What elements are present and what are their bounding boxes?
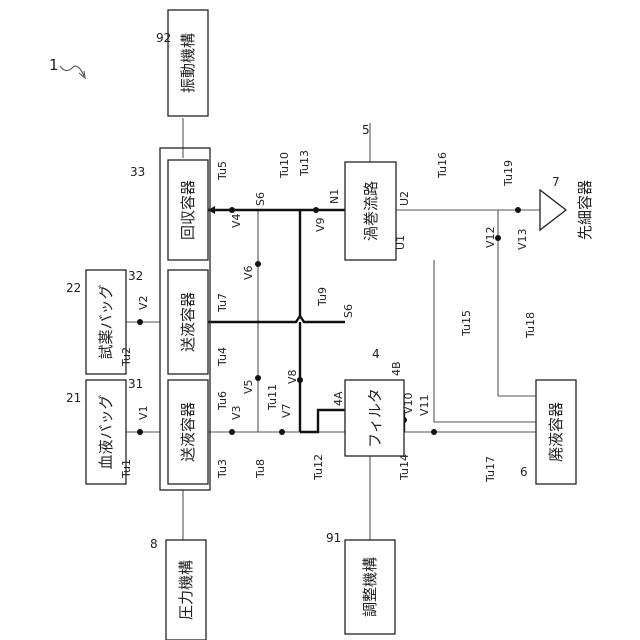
- label-tu7: Tu7: [216, 293, 229, 313]
- box-recovery: 回収容器: [168, 160, 208, 260]
- svg-text:22: 22: [66, 281, 81, 295]
- svg-text:先細容器: 先細容器: [576, 180, 594, 240]
- label-tu6: Tu6: [216, 391, 229, 411]
- label-tu15: Tu15: [460, 310, 473, 337]
- label-tu19: Tu19: [502, 160, 515, 187]
- box-waste: 廃液容器: [536, 380, 576, 484]
- svg-text:32: 32: [128, 269, 143, 283]
- label-v12: V12: [484, 226, 497, 248]
- label-v9: V9: [314, 217, 327, 232]
- label-4b: 4B: [390, 361, 403, 376]
- flow-arrowhead: [208, 206, 215, 214]
- svg-text:回収容器: 回収容器: [179, 180, 197, 240]
- valve-v7: [279, 429, 285, 435]
- svg-text:調整機構: 調整機構: [361, 557, 379, 617]
- label-tu11: Tu11: [266, 384, 279, 411]
- valve-v11: [431, 429, 437, 435]
- svg-text:振動機構: 振動機構: [179, 33, 197, 93]
- svg-text:21: 21: [66, 391, 81, 405]
- label-v13: V13: [516, 228, 529, 250]
- label-tu2: Tu2: [120, 347, 133, 367]
- label-v8: V8: [286, 369, 299, 384]
- box-filter: フィルタ: [345, 380, 404, 456]
- valve-v6: [255, 261, 261, 267]
- label-tu5: Tu5: [216, 161, 229, 181]
- box-adjust: 調整機構: [345, 540, 395, 634]
- valve-v3: [229, 429, 235, 435]
- svg-text:フィルタ: フィルタ: [366, 388, 384, 448]
- svg-text:31: 31: [128, 377, 143, 391]
- svg-text:91: 91: [326, 531, 341, 545]
- label-tu18: Tu18: [524, 312, 537, 339]
- label-tu13: Tu13: [298, 150, 311, 177]
- svg-text:渦巻流路: 渦巻流路: [362, 181, 380, 241]
- label-v3: V3: [230, 405, 243, 420]
- label-n1: N1: [328, 189, 341, 204]
- label-v4: V4: [230, 213, 243, 228]
- label-tu3: Tu3: [216, 459, 229, 479]
- label-s6-mid: S6: [342, 304, 355, 318]
- box-pressure: 圧力機構: [166, 540, 206, 640]
- label-tu14: Tu14: [398, 454, 411, 481]
- box-feed1: 送液容器: [168, 380, 208, 484]
- box-vortex: 渦巻流路: [345, 162, 396, 260]
- svg-text:7: 7: [552, 175, 560, 189]
- tube-tu7-tu9: [208, 316, 345, 322]
- valve-v1: [137, 429, 143, 435]
- svg-text:92: 92: [156, 31, 171, 45]
- svg-text:送液容器: 送液容器: [179, 402, 197, 462]
- label-tu17: Tu17: [484, 456, 497, 483]
- valve-v2: [137, 319, 143, 325]
- figure-number: 1: [49, 56, 59, 74]
- label-v2: V2: [137, 295, 150, 310]
- label-tu10: Tu10: [278, 152, 291, 179]
- label-v11: V11: [418, 394, 431, 416]
- label-u1: U1: [394, 235, 407, 250]
- tip-container-triangle: 先細容器: [540, 180, 594, 240]
- label-tu16: Tu16: [436, 152, 449, 179]
- svg-text:試薬バッグ: 試薬バッグ: [97, 284, 115, 359]
- valve-v4: [229, 207, 235, 213]
- svg-text:圧力機構: 圧力機構: [177, 560, 195, 620]
- label-4a: 4A: [332, 391, 345, 406]
- label-tu1: Tu1: [120, 459, 133, 479]
- svg-text:33: 33: [130, 165, 145, 179]
- box-feed2: 送液容器: [168, 270, 208, 374]
- valve-v13: [515, 207, 521, 213]
- label-u2: U2: [398, 191, 411, 206]
- tube-tu12: [300, 410, 345, 432]
- svg-text:4: 4: [372, 347, 380, 361]
- svg-text:5: 5: [362, 123, 370, 137]
- svg-text:廃液容器: 廃液容器: [547, 402, 565, 462]
- label-tu4: Tu4: [216, 347, 229, 367]
- svg-text:8: 8: [150, 537, 158, 551]
- svg-text:血液バッグ: 血液バッグ: [97, 394, 115, 469]
- label-v7: V7: [280, 403, 293, 418]
- label-tu9: Tu9: [316, 287, 329, 307]
- label-s6-top: S6: [254, 192, 267, 206]
- svg-text:6: 6: [520, 465, 528, 479]
- label-v5: V5: [242, 379, 255, 394]
- label-v10: V10: [402, 392, 415, 414]
- box-vibration: 振動機構: [168, 10, 208, 116]
- label-tu8: Tu8: [254, 459, 267, 479]
- label-v6: V6: [242, 265, 255, 280]
- valve-v9: [313, 207, 319, 213]
- svg-text:送液容器: 送液容器: [179, 292, 197, 352]
- label-tu12: Tu12: [312, 454, 325, 481]
- valve-v5: [255, 375, 261, 381]
- label-v1: V1: [137, 405, 150, 420]
